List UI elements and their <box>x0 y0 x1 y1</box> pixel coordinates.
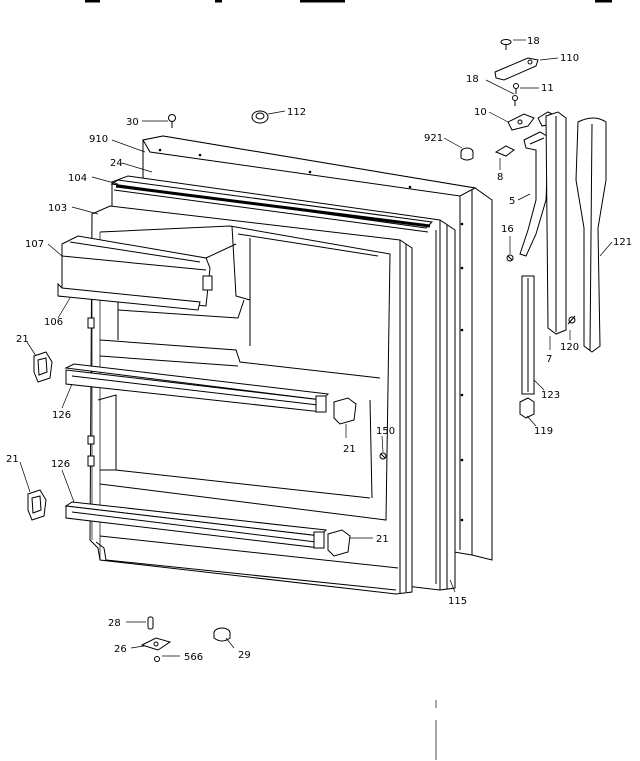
shelf-end-cap-right-upper <box>333 397 357 425</box>
screw-16 <box>506 254 514 262</box>
shelf-end-cap-left-upper <box>33 351 53 383</box>
label-121: 121 <box>613 237 632 248</box>
hinge-screws-18-11 <box>512 83 519 106</box>
plug-921 <box>460 147 474 161</box>
label-18-top: 18 <box>527 36 540 47</box>
label-30: 30 <box>126 117 139 128</box>
label-910: 910 <box>89 134 108 145</box>
label-115: 115 <box>448 596 467 607</box>
handle-trim-7 <box>545 111 567 335</box>
label-21-right-upper: 21 <box>343 444 356 455</box>
screw-120 <box>567 315 576 325</box>
screw-150 <box>379 452 387 460</box>
label-126-lower: 126 <box>51 459 70 470</box>
hinge-bracket-10 <box>507 113 535 131</box>
label-126-upper: 126 <box>52 410 71 421</box>
door-stop-29 <box>213 627 231 642</box>
screw-30 <box>168 114 176 128</box>
handle-121 <box>575 117 607 353</box>
label-10: 10 <box>474 107 487 118</box>
label-123: 123 <box>541 390 560 401</box>
label-28: 28 <box>108 618 121 629</box>
part-number-labels: 18 110 18 11 10 921 8 5 16 121 120 7 123… <box>6 36 632 663</box>
shelf-end-cap-left-lower <box>27 489 47 521</box>
label-21-right-lower: 21 <box>376 534 389 545</box>
handle-end-cap-119 <box>519 397 535 419</box>
top-hinge-110 <box>494 57 539 81</box>
label-24: 24 <box>110 158 123 169</box>
door-stop-5 <box>519 131 551 257</box>
label-120: 120 <box>560 342 579 353</box>
label-110: 110 <box>560 53 579 64</box>
hinge-pin-screw-18-top <box>500 39 512 50</box>
dairy-compartment-door <box>57 235 237 311</box>
label-119: 119 <box>534 426 553 437</box>
shelf-end-cap-right-lower <box>327 529 351 557</box>
door-shelf-upper <box>64 363 330 413</box>
label-29: 29 <box>238 650 251 661</box>
breaker-strip <box>110 179 434 233</box>
label-112: 112 <box>287 107 306 118</box>
leader-lines <box>19 39 613 657</box>
label-21-left-upper: 21 <box>16 334 29 345</box>
label-16: 16 <box>501 224 514 235</box>
door-shelf-lower <box>64 501 328 549</box>
screw-566 <box>154 656 160 662</box>
bottom-hinge-26 <box>140 637 172 651</box>
plug-112 <box>251 110 269 124</box>
label-150: 150 <box>376 426 395 437</box>
label-104: 104 <box>68 173 87 184</box>
label-21-left-lower: 21 <box>6 454 19 465</box>
label-11: 11 <box>541 83 554 94</box>
label-18-mid: 18 <box>466 74 479 85</box>
hinge-pin-28 <box>147 616 154 630</box>
label-107: 107 <box>25 239 44 250</box>
handle-mount-123 <box>521 275 535 395</box>
label-7: 7 <box>546 354 552 365</box>
hinge-plug-8 <box>494 145 515 157</box>
label-566: 566 <box>184 652 203 663</box>
label-103: 103 <box>48 203 67 214</box>
label-26: 26 <box>114 644 127 655</box>
label-106: 106 <box>44 317 63 328</box>
label-8: 8 <box>497 172 503 183</box>
label-921: 921 <box>424 133 443 144</box>
label-5: 5 <box>509 196 515 207</box>
